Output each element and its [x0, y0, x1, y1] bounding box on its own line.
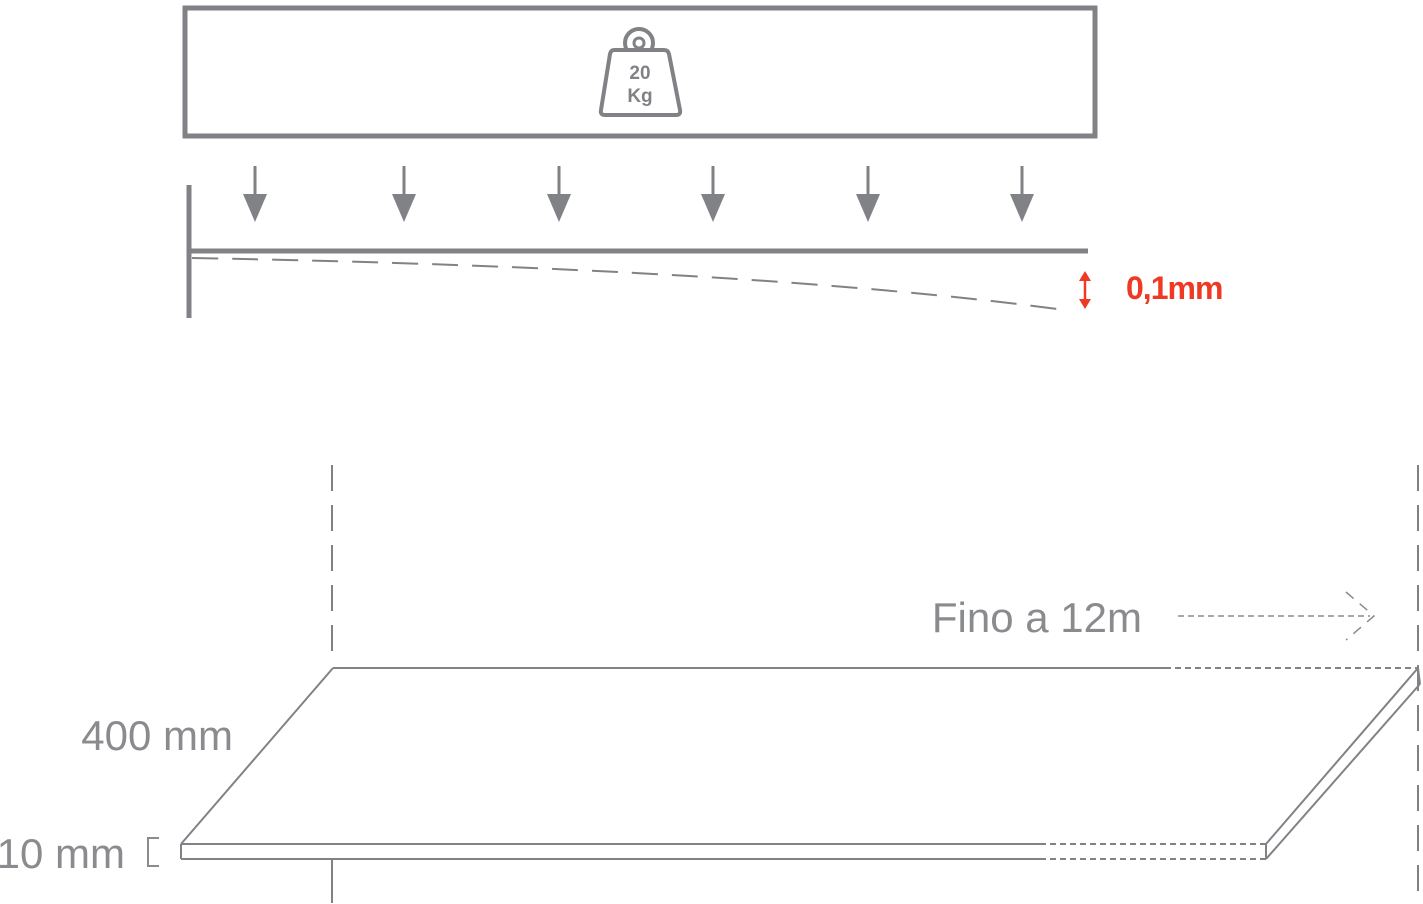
- load-arrow: [243, 166, 267, 222]
- thickness-label: 10 mm: [0, 830, 125, 877]
- load-arrow: [701, 166, 725, 222]
- length-arrowhead: [1345, 591, 1376, 641]
- deflection-arrow-icon: [1079, 271, 1091, 309]
- weight-value: 20: [629, 63, 650, 84]
- thickness-bracket-icon: [147, 837, 159, 867]
- load-arrow: [392, 166, 416, 222]
- load-arrow: [856, 166, 880, 222]
- load-arrows: [243, 166, 1034, 222]
- width-label: 400 mm: [81, 712, 233, 759]
- deflection-label: 0,1mm: [1126, 270, 1222, 306]
- load-arrow: [547, 166, 571, 222]
- deflected-beam-line: [191, 257, 1066, 311]
- load-box: [182, 5, 1098, 139]
- length-label: Fino a 12m: [932, 594, 1142, 641]
- weight-icon: 20 Kg: [598, 27, 683, 117]
- load-arrow: [1010, 166, 1034, 222]
- panel: [180, 667, 1421, 860]
- weight-unit: Kg: [627, 86, 652, 107]
